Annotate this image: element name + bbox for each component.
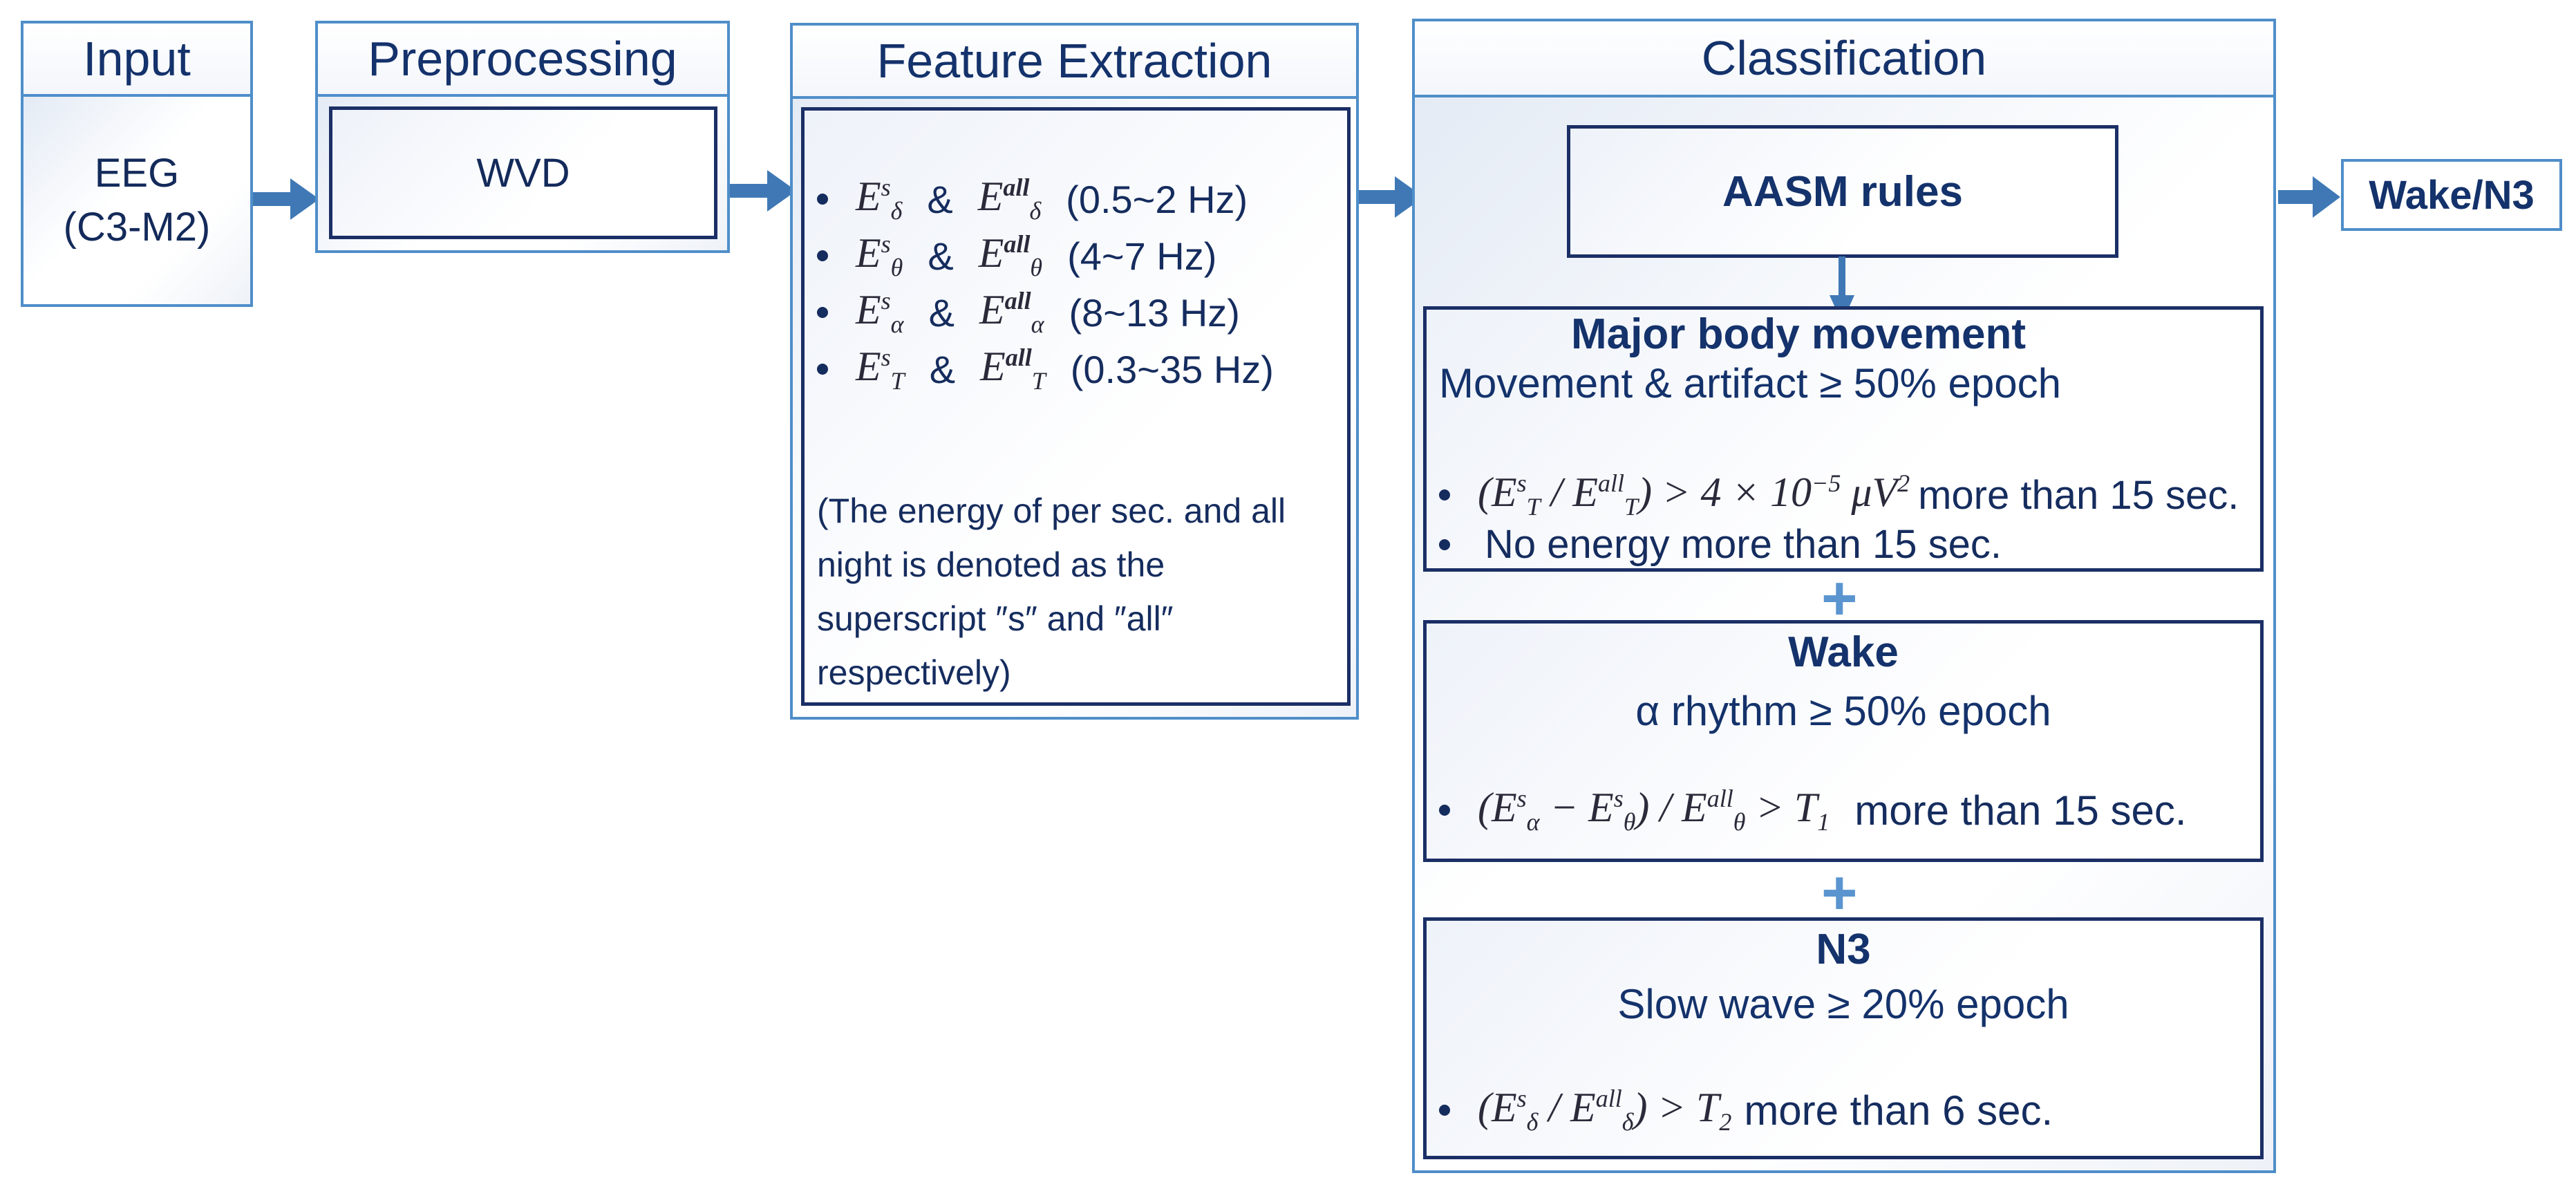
band-theta-symbol: θ xyxy=(890,254,903,281)
feature-extraction-title: Feature Extraction xyxy=(876,34,1272,88)
mbm-energy-ratio-criterion: (EsT / EallT) > 4 × 10−5 μV2 more than 1… xyxy=(1439,469,2239,521)
band-delta-range: (0.5~2 Hz) xyxy=(1066,177,1248,221)
feature-item-delta: Esδ & Eallδ (0.5~2 Hz) xyxy=(817,173,1248,225)
note-line-4: respectively) xyxy=(817,653,1011,692)
mbm-no-energy-criterion: No energy more than 15 sec. xyxy=(1439,521,2002,568)
wake-subtitle: α rhythm ≥ 50% epoch xyxy=(1635,688,2051,734)
band-theta-range: (4~7 Hz) xyxy=(1067,234,1217,278)
input-header: Input xyxy=(23,24,250,97)
bullet-dot xyxy=(817,364,828,375)
band-total-range: (0.3~35 Hz) xyxy=(1070,347,1274,391)
band-delta-symbol: δ xyxy=(890,197,903,225)
bullet-dot xyxy=(1439,805,1450,816)
feature-extraction-header: Feature Extraction xyxy=(793,26,1356,99)
mbm-criterion-1-suffix: more than 15 sec. xyxy=(1918,472,2239,518)
wake-energy-criterion: (Esα − Esθ) / Eallθ > T1 more than 15 se… xyxy=(1439,784,2187,836)
bullet-dot xyxy=(1439,539,1450,550)
bullet-dot xyxy=(817,194,828,205)
band-alpha-range: (8~13 Hz) xyxy=(1069,290,1240,335)
wake-box: Wake α rhythm ≥ 50% epoch (Esα − Esθ) / … xyxy=(1423,620,2264,862)
arrow-input-to-preprocessing xyxy=(250,178,319,220)
n3-title: N3 xyxy=(1816,926,1871,973)
band-alpha-symbol: α xyxy=(890,310,904,338)
preprocessing-panel: Preprocessing WVD xyxy=(315,21,730,253)
wake-title: Wake xyxy=(1788,628,1899,676)
bullet-dot xyxy=(1439,1105,1450,1116)
plus-icon: + xyxy=(1821,564,1858,633)
note-line-3: superscript ″s″ and ″all″ xyxy=(817,599,1174,638)
note-line-2: night is denoted as the xyxy=(817,545,1165,584)
output-box: Wake/N3 xyxy=(2341,159,2562,231)
mbm-criterion-2-text: No energy more than 15 sec. xyxy=(1485,522,2002,567)
major-body-movement-subtitle: Movement & artifact ≥ 50% epoch xyxy=(1439,360,2062,406)
wvd-box: WVD xyxy=(329,106,717,239)
output-label: Wake/N3 xyxy=(2369,172,2535,218)
bullet-dot xyxy=(817,307,828,318)
input-title: Input xyxy=(83,32,191,86)
wake-criterion-suffix: more than 15 sec. xyxy=(1854,787,2187,834)
band-total-symbol: T xyxy=(890,367,905,395)
input-signal-label: EEG xyxy=(94,150,180,196)
classification-title: Classification xyxy=(1701,31,1987,85)
preprocessing-header: Preprocessing xyxy=(318,24,727,97)
input-channel-label: (C3-M2) xyxy=(63,205,211,250)
n3-energy-criterion: (Esδ / Eallδ) > T2 more than 6 sec. xyxy=(1439,1084,2053,1136)
wvd-label: WVD xyxy=(476,150,570,196)
bullet-dot xyxy=(817,250,828,261)
feature-extraction-panel: Feature Extraction Esδ & Eallδ (0.5~2 Hz… xyxy=(790,23,1359,720)
input-body: EEG (C3-M2) xyxy=(23,97,250,304)
feature-list-box: Esδ & Eallδ (0.5~2 Hz) Esθ & Eallθ (4~7 … xyxy=(801,107,1351,706)
bullet-dot xyxy=(1439,489,1450,500)
major-body-movement-box: Major body movement Movement & artifact … xyxy=(1423,306,2264,572)
note-line-1: (The energy of per sec. and all xyxy=(817,491,1286,530)
arrow-feature-to-classification xyxy=(1355,176,1424,218)
plus-icon: + xyxy=(1821,859,1858,928)
n3-box: N3 Slow wave ≥ 20% epoch (Esδ / Eallδ) >… xyxy=(1423,917,2264,1159)
input-panel: Input EEG (C3-M2) xyxy=(21,21,253,307)
feature-item-theta: Esθ & Eallθ (4~7 Hz) xyxy=(817,230,1216,282)
aasm-rules-label: AASM rules xyxy=(1722,167,1963,216)
n3-criterion-suffix: more than 6 sec. xyxy=(1744,1087,2053,1134)
feature-item-total: EsT & EallT (0.3~35 Hz) xyxy=(817,343,1274,395)
arrow-preprocessing-to-feature xyxy=(727,170,796,212)
energy-notation-note: (The energy of per sec. and all night is… xyxy=(817,484,1286,700)
classification-header: Classification xyxy=(1415,21,2273,97)
major-body-movement-title: Major body movement xyxy=(1571,310,2026,358)
classification-panel: Classification AASM rules Major body mov… xyxy=(1412,19,2276,1173)
preprocessing-title: Preprocessing xyxy=(368,32,677,86)
arrow-classification-to-output xyxy=(2278,176,2340,218)
feature-item-alpha: Esα & Eallα (8~13 Hz) xyxy=(817,286,1240,339)
n3-subtitle: Slow wave ≥ 20% epoch xyxy=(1617,981,2069,1027)
aasm-rules-box: AASM rules xyxy=(1567,125,2118,258)
